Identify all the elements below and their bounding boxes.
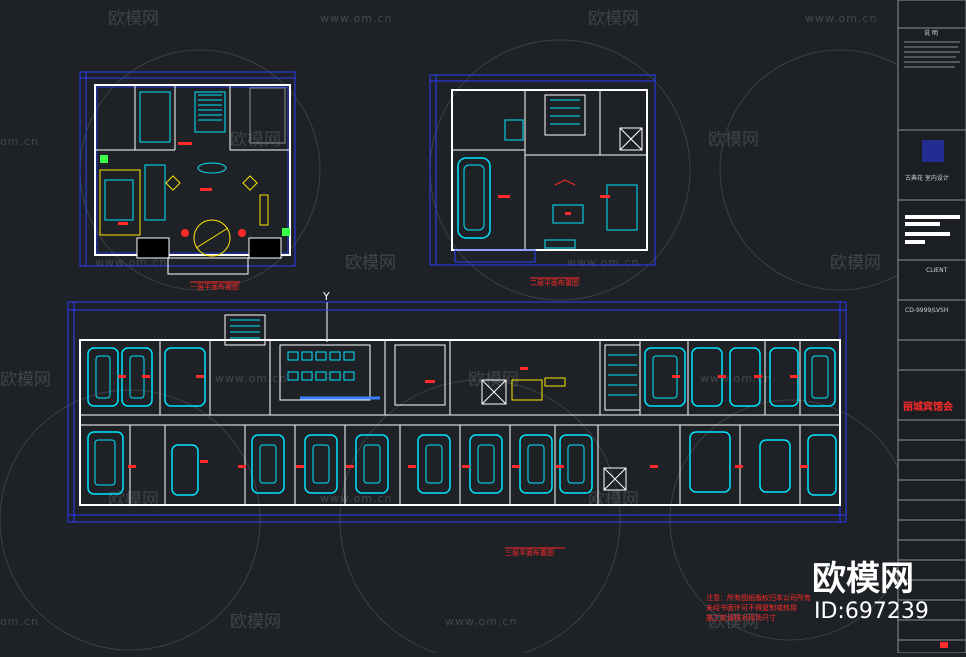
watermark-brand: 欧模网 <box>345 253 396 273</box>
title-block: 说 明 古典花 室内设计 CLIENT CD-9999/LVSH 丽城宾馆会 <box>897 0 966 654</box>
watermark-url: om.cn <box>0 615 39 628</box>
plan-caption: 二层平面布置图 <box>530 278 579 287</box>
floor-plan-3: Y <box>67 290 847 557</box>
watermark-url: www.om.cn <box>567 256 639 269</box>
title-block-header: 说 明 <box>924 29 938 37</box>
watermark-brand: 欧模网 <box>230 130 281 150</box>
watermark-brand: 欧模网 <box>708 130 759 150</box>
axis-marker: Y <box>322 290 330 303</box>
watermark-brand: 欧模网 <box>108 490 159 510</box>
watermark-layer: 欧模网 www.om.cn 欧模网 www.om.cn om.cn 欧模网 欧模… <box>0 9 881 632</box>
watermark-brand: 欧模网 <box>588 9 639 29</box>
note-line: 注意：所有图纸版权归本公司所有 <box>706 593 811 602</box>
note-line: 施工前请核对现场尺寸 <box>706 613 776 622</box>
watermark-url: www.om.cn <box>445 615 517 628</box>
watermark-brand: 欧模网 <box>0 370 51 390</box>
note-line: 未经书面许可不得复制或转用 <box>706 603 797 612</box>
watermark-url: www.om.cn <box>320 492 392 505</box>
watermark-url: www.om.cn <box>320 12 392 25</box>
brand-id: ID:697239 <box>814 599 929 624</box>
watermark-brand: 欧模网 <box>108 9 159 29</box>
watermark-brand: 欧模网 <box>588 490 639 510</box>
field-label: CLIENT <box>926 267 948 274</box>
drawing-notes: 注意：所有图纸版权归本公司所有 未经书面许可不得复制或转用 施工前请核对现场尺寸 <box>706 593 811 622</box>
watermark-brand: 欧模网 <box>830 253 881 273</box>
watermark-brand: 欧模网 <box>230 612 281 632</box>
floor-plan-1: 一层平面布置图 <box>79 71 296 291</box>
watermark-url: www.om.cn <box>805 12 877 25</box>
watermark-brand: 欧模网 <box>708 612 759 632</box>
watermark-url: www.om.cn <box>700 372 772 385</box>
project-name: 丽城宾馆会 <box>903 400 953 413</box>
watermark-url: om.cn <box>0 135 39 148</box>
plan-caption: 三层平面布置图 <box>505 548 554 557</box>
plan-caption: 一层平面布置图 <box>190 282 239 291</box>
logo-icon <box>922 140 944 162</box>
brand-overlay: 欧模网 ID:697239 <box>812 559 929 624</box>
watermark-url: www.om.cn <box>215 372 287 385</box>
field-label: CD-9999/LVSH <box>905 307 948 314</box>
brand-name: 欧模网 <box>812 559 914 599</box>
floor-plan-2: 二层平面布置图 <box>429 74 656 287</box>
company-line: 古典花 室内设计 <box>905 174 949 182</box>
